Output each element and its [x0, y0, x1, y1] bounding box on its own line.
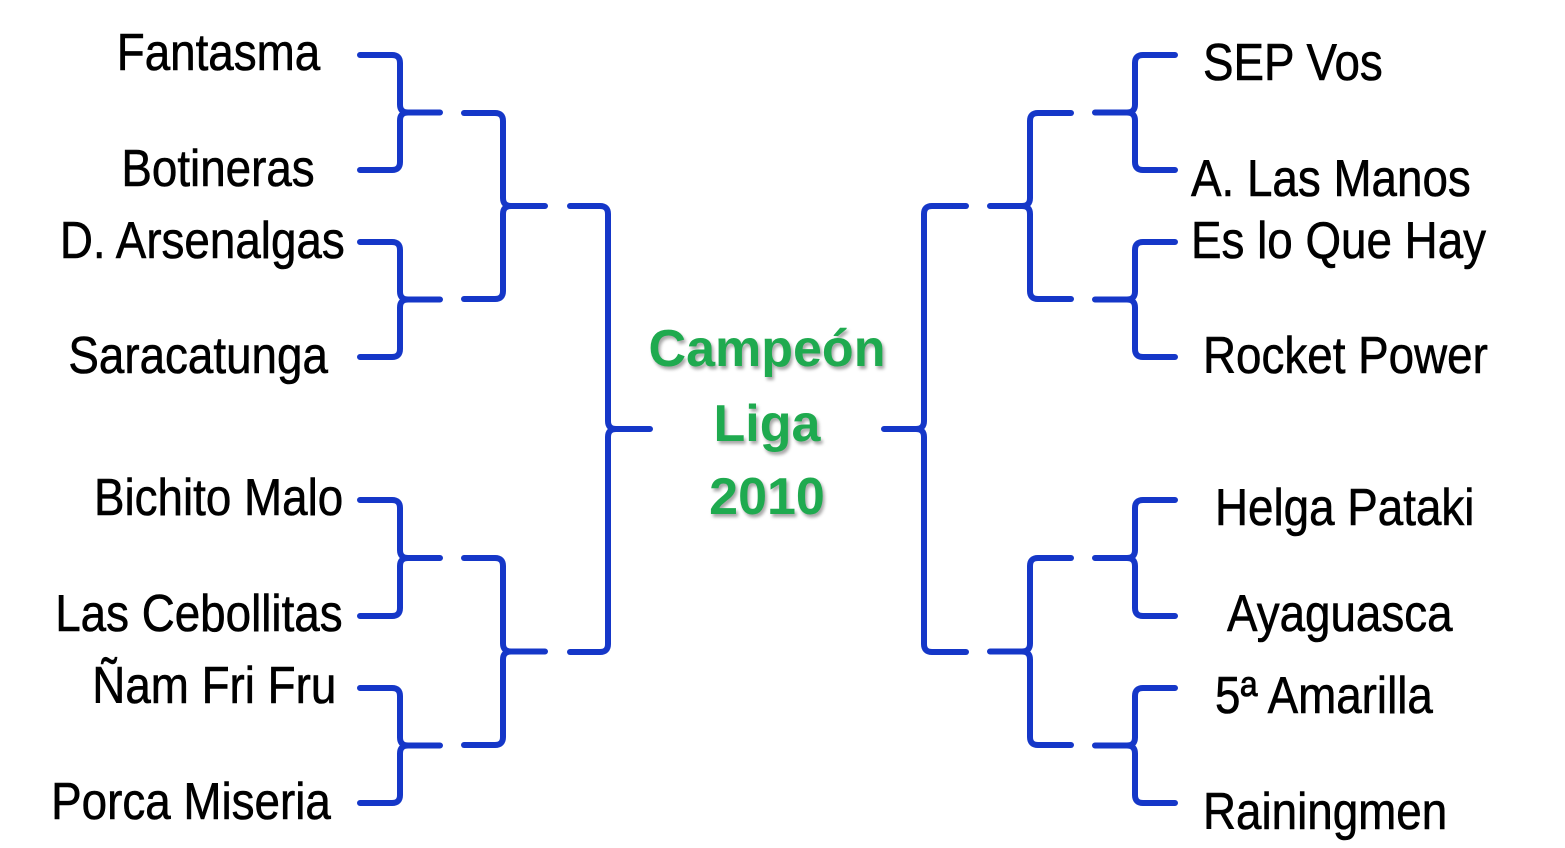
bracket-connector-3: [357, 497, 443, 619]
left-team-5: Bichito Malo: [93, 469, 343, 527]
right-team-1: SEP Vos: [1203, 34, 1383, 92]
bracket-connector-13: [581, 203, 653, 655]
bracket-connector-10: [475, 555, 548, 748]
right-team-5: Helga Pataki: [1215, 479, 1475, 537]
champion-title-line2: Liga: [713, 395, 821, 453]
bracket-connector-16: [1092, 497, 1178, 619]
bracket-connector-14: [1092, 52, 1178, 173]
bracket-connector-2: [357, 239, 443, 360]
right-team-8: Rainingmen: [1203, 783, 1448, 841]
right-team-4: Rocket Power: [1203, 327, 1488, 385]
left-team-7: Ñam Fri Fru: [91, 657, 337, 715]
bracket-connector-4: [357, 685, 443, 806]
bracket-connector-23: [987, 555, 1060, 748]
bracket-connector-9: [475, 110, 548, 302]
left-team-6: Las Cebollitas: [55, 585, 343, 643]
bracket-connector-17: [1092, 685, 1178, 806]
left-team-2: Botineras: [121, 140, 315, 198]
bracket-connector-15: [1092, 239, 1178, 360]
right-team-7: 5ª Amarilla: [1215, 667, 1433, 725]
right-team-6: Ayaguasca: [1227, 585, 1453, 643]
bracket-connector-1: [357, 52, 443, 173]
left-team-8: Porca Miseria: [51, 773, 331, 831]
right-team-2: A. Las Manos: [1191, 150, 1471, 208]
right-team-3: Es lo Que Hay: [1191, 212, 1487, 270]
left-team-4: Saracatunga: [68, 327, 328, 385]
champion-title-year: 2010: [709, 468, 825, 526]
left-team-1: Fantasma: [116, 24, 320, 82]
bracket-connector-22: [987, 110, 1060, 302]
champion-title-line1: Campeón: [648, 320, 886, 378]
bracket-connector-26: [881, 203, 953, 655]
left-team-3: D. Arsenalgas: [60, 212, 345, 270]
